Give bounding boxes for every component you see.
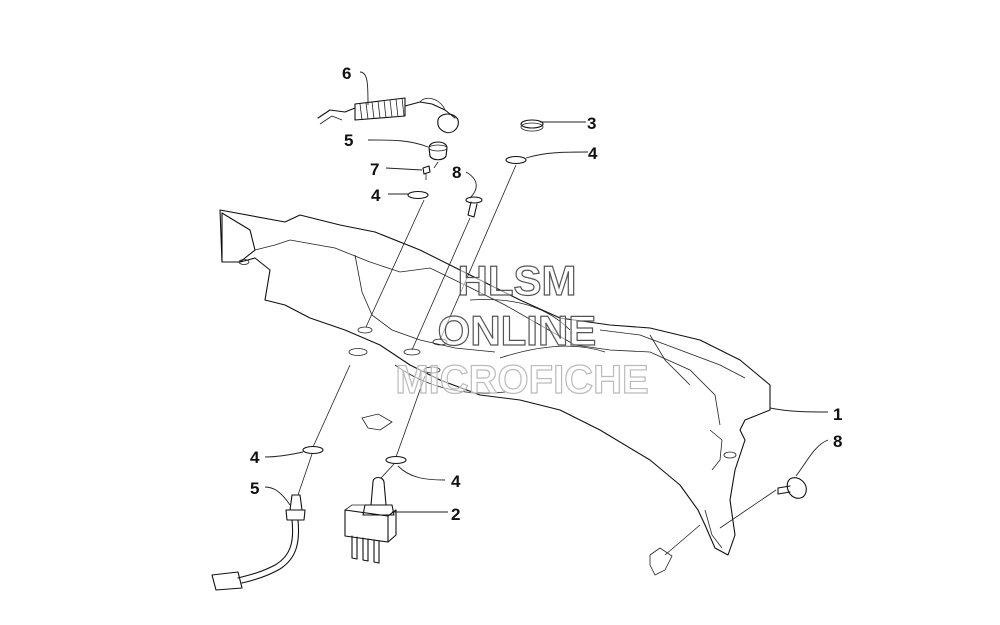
plunger-switch <box>211 494 306 591</box>
callout-1: 1 <box>833 405 842 424</box>
washer-upper-left <box>407 190 429 200</box>
watermark-line-3: MICROFICHE <box>395 358 648 402</box>
toggle-switch <box>344 476 397 564</box>
callout-4-upper-left: 4 <box>371 186 381 205</box>
callouts: 1 2 3 4 4 4 4 5 5 6 7 8 8 <box>250 64 842 524</box>
callout-4-lower-left: 4 <box>250 448 260 467</box>
watermark: HLSM ONLINE MICROFICHE <box>395 256 650 402</box>
retainer-clip-lower <box>649 547 673 576</box>
alignment-lines <box>297 161 777 556</box>
callout-4-upper-right: 4 <box>588 144 598 163</box>
callout-8-right: 8 <box>833 432 842 451</box>
tether-spring <box>317 97 459 134</box>
console-housing <box>219 209 771 556</box>
key-cap <box>428 141 448 161</box>
washer-lower-right <box>385 455 407 465</box>
callout-2: 2 <box>451 505 460 524</box>
small-screw <box>422 165 431 180</box>
callout-7: 7 <box>370 160 379 179</box>
screw-right <box>777 477 807 499</box>
callout-8-upper: 8 <box>452 163 461 182</box>
retainer-clip <box>361 413 393 431</box>
callout-5-lower: 5 <box>250 479 259 498</box>
leader-lines <box>264 71 829 513</box>
washer-upper-right <box>505 155 527 165</box>
callout-5-upper: 5 <box>344 131 353 150</box>
washer-lower-left <box>302 445 324 455</box>
callout-4-lower-right: 4 <box>451 472 461 491</box>
callout-3: 3 <box>587 114 596 133</box>
watermark-line-1: HLSM <box>458 257 577 304</box>
watermark-line-2: ONLINE <box>438 307 597 354</box>
screw-upper <box>465 196 483 218</box>
nut-ring <box>520 119 544 132</box>
callout-6: 6 <box>342 64 351 83</box>
